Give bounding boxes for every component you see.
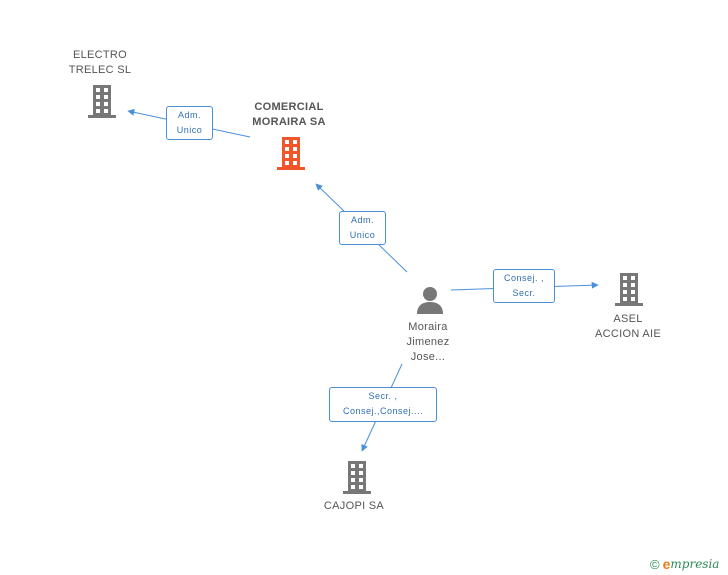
node-person-line2: Jimenez bbox=[406, 336, 450, 348]
edge-label-person-asel[interactable]: Consej. , Secr. bbox=[493, 269, 555, 303]
brand-name: mpresia bbox=[670, 557, 720, 571]
edge-label-person-asel-line2: Secr. bbox=[512, 288, 536, 298]
node-comercial-moraira-label[interactable]: COMERCIAL MORAIRA SA bbox=[236, 100, 342, 130]
node-comercial-line2: MORAIRA SA bbox=[252, 116, 326, 128]
building-icon-electro[interactable] bbox=[86, 84, 118, 118]
edge-label-person-comercial[interactable]: Adm. Unico bbox=[339, 211, 386, 245]
edge-label-comercial-electro-line1: Adm. bbox=[177, 110, 201, 120]
edge-label-person-cajopi-line1: Secr. , bbox=[368, 391, 398, 401]
edge-label-person-comercial-line2: Unico bbox=[349, 230, 376, 240]
node-electro-trelec-label[interactable]: ELECTRO TRELEC SL bbox=[48, 48, 152, 78]
building-icon-comercial-focus[interactable] bbox=[275, 136, 307, 170]
edge-label-person-asel-line1: Consej. , bbox=[503, 273, 545, 283]
edge-label-person-cajopi-line2: Consej.,Consej.... bbox=[342, 406, 424, 416]
edge-label-comercial-electro-line2: Unico bbox=[176, 125, 203, 135]
building-icon-cajopi[interactable] bbox=[341, 460, 373, 494]
node-person-label[interactable]: Moraira Jimenez Jose... bbox=[378, 320, 478, 365]
node-person-line3: Jose... bbox=[410, 351, 446, 363]
copyright-icon: © bbox=[650, 556, 660, 572]
node-asel-line1: ASEL bbox=[613, 313, 643, 325]
empresia-logo[interactable]: © e mpresia bbox=[650, 556, 719, 572]
node-asel-accion-label[interactable]: ASEL ACCION AIE bbox=[578, 312, 678, 342]
node-cajopi-line1: CAJOPI SA bbox=[323, 500, 385, 512]
node-asel-line2: ACCION AIE bbox=[595, 328, 661, 340]
node-cajopi-label[interactable]: CAJOPI SA bbox=[304, 499, 404, 514]
edge-label-person-comercial-line1: Adm. bbox=[350, 215, 374, 225]
node-electro-line2: TRELEC SL bbox=[68, 64, 132, 76]
edge-label-comercial-electro[interactable]: Adm. Unico bbox=[166, 106, 213, 140]
brand-e: e bbox=[662, 556, 671, 572]
node-comercial-line1: COMERCIAL bbox=[254, 101, 324, 113]
building-icon-asel[interactable] bbox=[613, 272, 645, 306]
edge-label-person-cajopi[interactable]: Secr. , Consej.,Consej.... bbox=[329, 387, 437, 422]
person-icon[interactable] bbox=[415, 285, 445, 315]
node-electro-line1: ELECTRO bbox=[72, 49, 128, 61]
node-person-line1: Moraira bbox=[408, 321, 448, 333]
